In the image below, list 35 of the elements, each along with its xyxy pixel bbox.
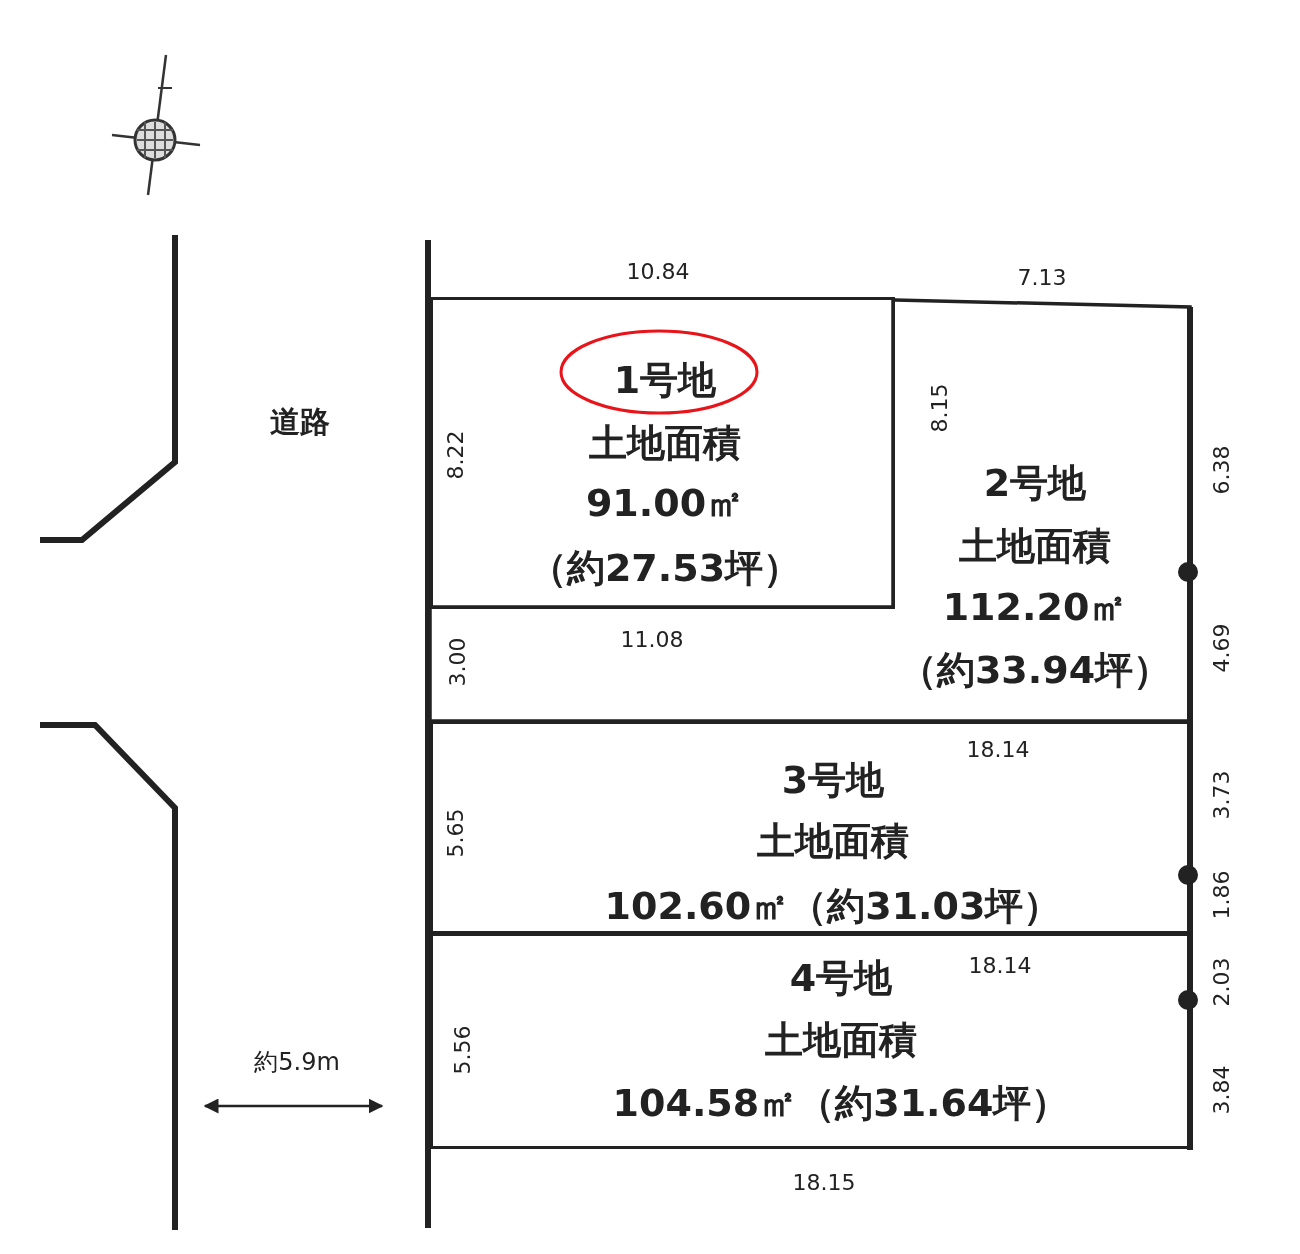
area-value: 102.60㎡（約31.03坪）: [604, 887, 1062, 925]
dimension-label: 3.00: [447, 637, 469, 687]
area-heading: 土地面積: [765, 1021, 917, 1059]
dimension-label: 2.03: [1211, 957, 1233, 1007]
lot-number: 1号地: [613, 361, 717, 399]
width-label: 約5.9m: [254, 1050, 340, 1074]
dimension-label: 3.84: [1211, 1065, 1233, 1115]
area-value: （約33.94坪）: [898, 651, 1172, 689]
dimension-label: 8.22: [445, 430, 467, 480]
lot-outline: [428, 298, 1192, 723]
dimension-label: 5.56: [452, 1025, 474, 1075]
area-heading: 土地面積: [959, 527, 1111, 565]
area-value: 91.00㎡: [585, 484, 745, 522]
dimension-label: 18.14: [968, 955, 1032, 977]
lot-outline: [430, 297, 895, 609]
dimension-label: 7.13: [1017, 267, 1067, 289]
dimension-label: 1.86: [1211, 870, 1233, 920]
area-value: （約27.53坪）: [528, 549, 802, 587]
dimension-label: 11.08: [620, 629, 684, 651]
lot-number: 3号地: [781, 761, 885, 799]
dimension-label: 18.15: [792, 1172, 856, 1194]
dimension-label: 3.73: [1211, 770, 1233, 820]
road-label: 道路: [270, 407, 330, 437]
area-value: 112.20㎡: [942, 588, 1128, 626]
lot-number: 2号地: [983, 464, 1087, 502]
dimension-label: 8.15: [929, 383, 951, 433]
dimension-label: 5.65: [445, 808, 467, 858]
dimension-label: 18.14: [966, 739, 1030, 761]
area-heading: 土地面積: [589, 424, 741, 462]
dimension-label: 10.84: [626, 261, 690, 283]
area-heading: 土地面積: [757, 822, 909, 860]
dimension-label: 4.69: [1211, 623, 1233, 673]
area-value: 104.58㎡（約31.64坪）: [612, 1084, 1070, 1122]
dimension-label: 6.38: [1211, 445, 1233, 495]
lot-number: 4号地: [789, 959, 893, 997]
